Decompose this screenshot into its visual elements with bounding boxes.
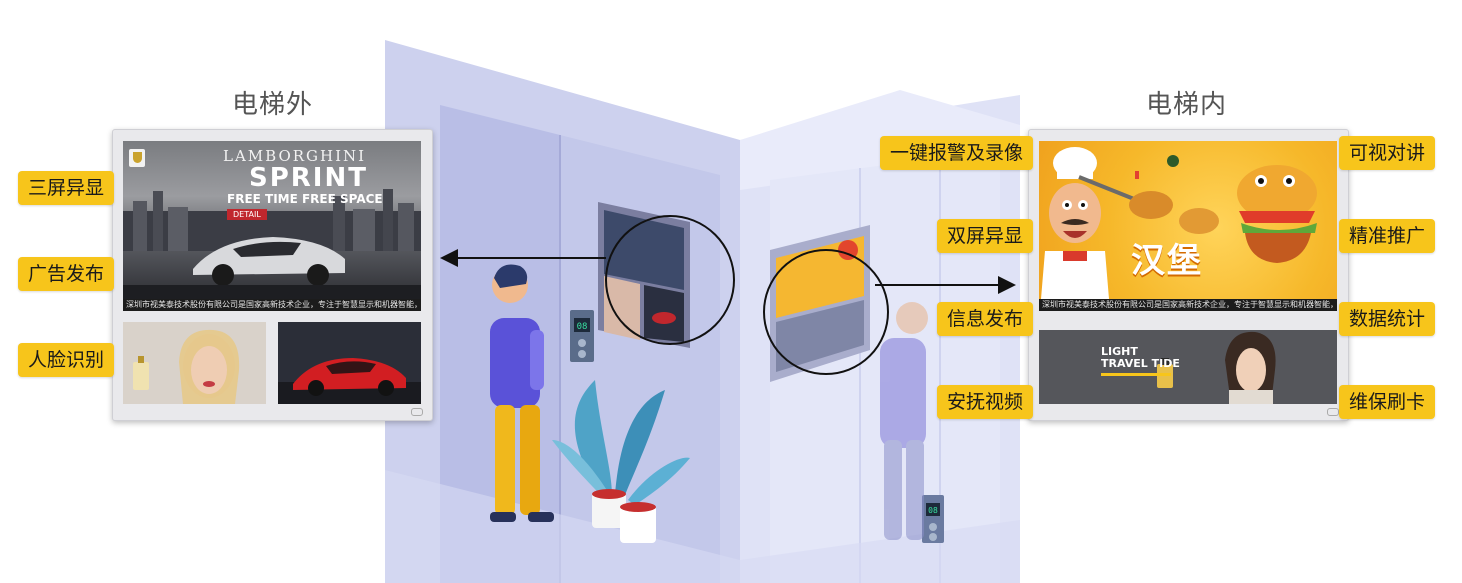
ad-tagline: FREE TIME FREE SPACE	[227, 192, 383, 206]
car-ad-artwork	[123, 189, 421, 299]
tag-ad-publishing: 广告发布	[18, 257, 115, 291]
elevator-floor	[385, 470, 1020, 583]
tag-maintenance-card: 维保刷卡	[1339, 385, 1436, 419]
person-waiting-illustration	[490, 264, 554, 522]
tag-precise-promotion: 精准推广	[1339, 219, 1436, 253]
tag-dual-screen: 双屏异显	[937, 219, 1034, 253]
outside-news-ticker: 深圳市视美泰技术股份有限公司是国家高新技术企业，专注于智慧显示和机器智能，为智慧…	[123, 299, 421, 311]
tag-face-recognition: 人脸识别	[18, 343, 115, 377]
tag-one-key-alarm: 一键报警及录像	[880, 136, 1034, 170]
ad-detail-button: DETAIL	[227, 209, 267, 220]
floor-number-display-inside: 08	[928, 506, 938, 515]
inside-burger-ad-panel: 汉堡	[1039, 141, 1337, 299]
burger-ad-artwork	[1041, 147, 1317, 299]
brand-logo	[129, 149, 145, 167]
arrow-right-icon	[998, 276, 1016, 294]
outside-perfume-ad-panel	[123, 322, 266, 404]
ad-brand-name: LAMBORGHINI	[223, 147, 367, 165]
ad-perfume-title: LIGHT TRAVEL TIDE	[1101, 346, 1180, 370]
ad-model-name: SPRINT	[249, 163, 368, 193]
ad-perfume-title-line2: TRAVEL TIDE	[1101, 357, 1180, 370]
magnifier-inside	[763, 249, 889, 375]
ad-burger-title: 汉堡	[1131, 241, 1203, 281]
red-car-artwork	[278, 322, 421, 404]
heading-inside-elevator: 电梯内	[1146, 90, 1228, 120]
nfc-sensor-icon	[411, 408, 423, 416]
outside-display-terminal: LAMBORGHINI SPRINT FREE TIME FREE SPACE …	[112, 129, 433, 421]
tag-comfort-video: 安抚视频	[937, 385, 1034, 419]
floor-number-display: 08	[577, 322, 588, 332]
magnifier-outside	[605, 215, 735, 345]
outside-sportscar-ad-panel	[278, 322, 421, 404]
portrait-artwork	[123, 322, 266, 404]
arrow-left-icon	[440, 249, 458, 267]
inside-display-terminal: 汉堡 深圳市视美泰技术股份有限公司是国家高新技术企业，专注于智慧显示和机器智能，…	[1028, 129, 1349, 421]
tag-data-statistics: 数据统计	[1339, 302, 1436, 336]
potted-plant-illustration	[552, 380, 690, 543]
outside-main-ad-panel: LAMBORGHINI SPRINT FREE TIME FREE SPACE …	[123, 141, 421, 299]
heading-outside-elevator: 电梯外	[232, 90, 314, 120]
tag-triple-screen: 三屏异显	[18, 171, 115, 205]
inside-perfume-ad-panel: LIGHT TRAVEL TIDE	[1039, 330, 1337, 404]
inside-news-ticker: 深圳市视美泰技术股份有限公司是国家高新技术企业，专注于智慧显示和机器智能，为智慧…	[1039, 299, 1337, 311]
tag-video-intercom: 可视对讲	[1339, 136, 1436, 170]
nfc-sensor-icon	[1327, 408, 1339, 416]
ad-perfume-subline	[1101, 373, 1171, 376]
tag-info-publishing: 信息发布	[937, 302, 1034, 336]
ad-perfume-title-line1: LIGHT	[1101, 345, 1138, 358]
person-in-elevator-illustration	[880, 302, 928, 540]
perfume-ad-artwork	[1039, 330, 1337, 404]
